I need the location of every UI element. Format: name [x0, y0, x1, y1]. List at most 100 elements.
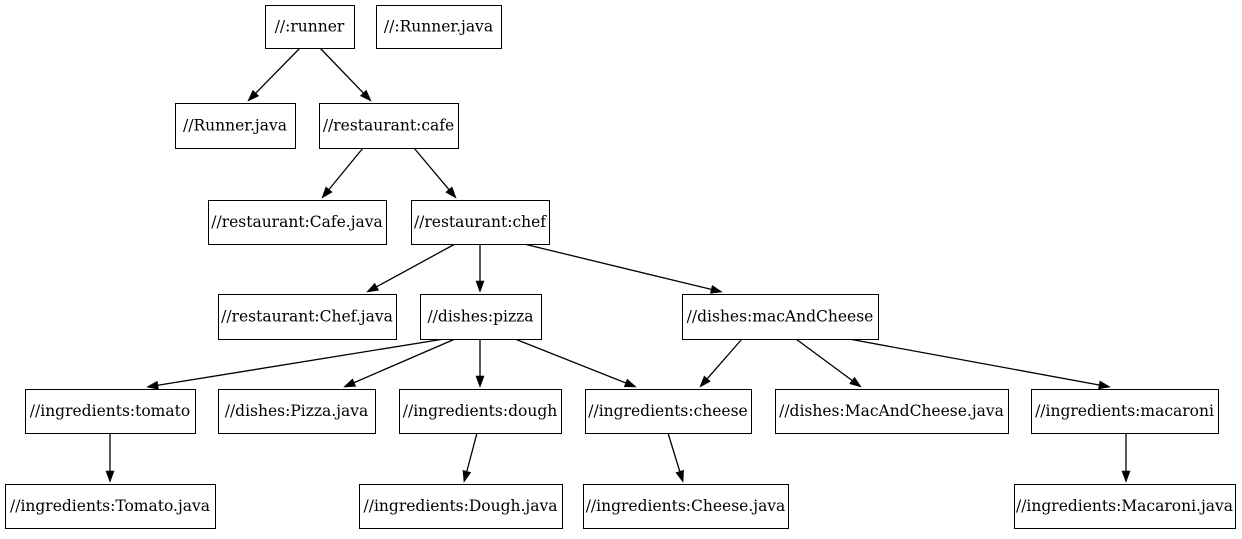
- node-box[interactable]: [411, 200, 550, 245]
- edge-arrowhead-icon: [462, 469, 472, 483]
- node-box[interactable]: [218, 294, 397, 340]
- graph-node[interactable]: //dishes:pizza: [420, 294, 542, 340]
- node-box[interactable]: [682, 294, 879, 340]
- graph-edge: [105, 433, 115, 483]
- graph-edge: [1121, 433, 1131, 483]
- node-box[interactable]: [1014, 484, 1236, 529]
- edge-line: [667, 432, 681, 472]
- graph-edge: [667, 432, 684, 483]
- graph-node[interactable]: //restaurant:chef: [411, 200, 550, 245]
- edge-arrowhead-icon: [359, 89, 372, 102]
- node-box[interactable]: [25, 389, 196, 434]
- edge-arrowhead-icon: [321, 186, 333, 199]
- node-label: //dishes:Pizza.java: [225, 402, 369, 420]
- edge-line: [376, 243, 456, 288]
- edge-line: [319, 47, 364, 94]
- graph-node[interactable]: //dishes:MacAndCheese.java: [775, 389, 1009, 434]
- edge-line: [466, 432, 478, 472]
- graph-edge: [343, 338, 456, 388]
- node-label: //dishes:MacAndCheese.java: [779, 402, 1004, 420]
- node-box[interactable]: [399, 389, 562, 434]
- node-label: //:runner: [275, 18, 345, 36]
- node-label: //:Runner.java: [384, 18, 493, 36]
- graph-node[interactable]: //ingredients:macaroni: [1031, 389, 1219, 434]
- edge-arrowhead-icon: [366, 282, 380, 293]
- node-label: //ingredients:Cheese.java: [586, 497, 786, 515]
- node-label: //ingredients:Tomato.java: [10, 497, 210, 515]
- node-label: //Runner.java: [183, 117, 287, 135]
- graph-edge: [247, 47, 301, 102]
- node-box[interactable]: [583, 484, 789, 529]
- node-label: //ingredients:cheese: [588, 402, 747, 420]
- graph-node[interactable]: //dishes:macAndCheese: [682, 294, 879, 340]
- node-box[interactable]: [218, 389, 376, 434]
- node-box[interactable]: [585, 389, 752, 434]
- node-label: //restaurant:Chef.java: [221, 308, 393, 326]
- node-box[interactable]: [319, 103, 459, 149]
- node-label: //ingredients:Macaroni.java: [1016, 497, 1233, 515]
- graph-node[interactable]: //ingredients:cheese: [585, 389, 752, 434]
- node-label: //dishes:macAndCheese: [687, 308, 874, 326]
- graph-edge: [699, 338, 743, 388]
- edge-arrowhead-icon: [475, 375, 485, 388]
- edge-arrowhead-icon: [699, 375, 711, 388]
- graph-node[interactable]: //ingredients:Macaroni.java: [1014, 484, 1236, 529]
- graph-edge: [523, 243, 723, 294]
- graph-node[interactable]: //ingredients:Cheese.java: [583, 484, 789, 529]
- edge-arrowhead-icon: [105, 470, 115, 483]
- graph-node[interactable]: //ingredients:tomato: [25, 389, 196, 434]
- edge-line: [413, 147, 450, 190]
- edge-arrowhead-icon: [1121, 470, 1131, 483]
- node-box[interactable]: [175, 103, 296, 149]
- node-box[interactable]: [376, 5, 502, 49]
- nodes-layer: //:runner //:Runner.java //Runner.java //re…: [5, 5, 1236, 529]
- edge-arrowhead-icon: [709, 285, 723, 294]
- edge-arrowhead-icon: [475, 280, 485, 293]
- graph-edge: [475, 339, 485, 388]
- graph-node[interactable]: //restaurant:Chef.java: [218, 294, 397, 340]
- node-box[interactable]: [5, 484, 216, 529]
- node-box[interactable]: [265, 5, 355, 49]
- edge-line: [157, 338, 445, 386]
- graph-edge: [413, 147, 457, 199]
- node-box[interactable]: [775, 389, 1009, 434]
- node-box[interactable]: [208, 200, 387, 245]
- graph-node[interactable]: //ingredients:dough: [399, 389, 562, 434]
- edge-arrowhead-icon: [623, 378, 637, 388]
- graph-node[interactable]: //restaurant:cafe: [319, 103, 459, 149]
- edge-line: [514, 338, 627, 384]
- graph-edge: [462, 432, 478, 483]
- graph-node[interactable]: //ingredients:Dough.java: [359, 484, 563, 529]
- edge-arrowhead-icon: [343, 378, 357, 388]
- graph-edge: [321, 147, 364, 199]
- edge-line: [353, 338, 456, 384]
- graph-node[interactable]: //ingredients:Tomato.java: [5, 484, 216, 529]
- edge-line: [255, 47, 301, 94]
- graph-edge: [848, 338, 1111, 390]
- node-box[interactable]: [1031, 389, 1219, 434]
- edges-layer: [105, 47, 1131, 483]
- node-label: //ingredients:macaroni: [1035, 402, 1214, 420]
- edge-line: [328, 147, 364, 190]
- node-label: //ingredients:tomato: [30, 402, 190, 420]
- graph-edge: [366, 243, 456, 293]
- graph-edge: [319, 47, 372, 102]
- graph-node[interactable]: //:runner: [265, 5, 355, 49]
- node-label: //ingredients:dough: [403, 402, 557, 420]
- edge-arrowhead-icon: [1098, 380, 1111, 390]
- graph-node[interactable]: //Runner.java: [175, 103, 296, 149]
- graph-node[interactable]: //:Runner.java: [376, 5, 502, 49]
- graph-edge: [514, 338, 637, 388]
- graph-edge: [795, 338, 862, 388]
- node-box[interactable]: [420, 294, 542, 340]
- graph-node[interactable]: //dishes:Pizza.java: [218, 389, 376, 434]
- edge-line: [706, 338, 743, 380]
- node-label: //ingredients:Dough.java: [364, 497, 558, 515]
- edge-arrowhead-icon: [849, 376, 862, 388]
- edge-arrowhead-icon: [445, 186, 457, 199]
- edge-arrowhead-icon: [247, 89, 260, 102]
- node-box[interactable]: [359, 484, 563, 529]
- graph-node[interactable]: //restaurant:Cafe.java: [208, 200, 387, 245]
